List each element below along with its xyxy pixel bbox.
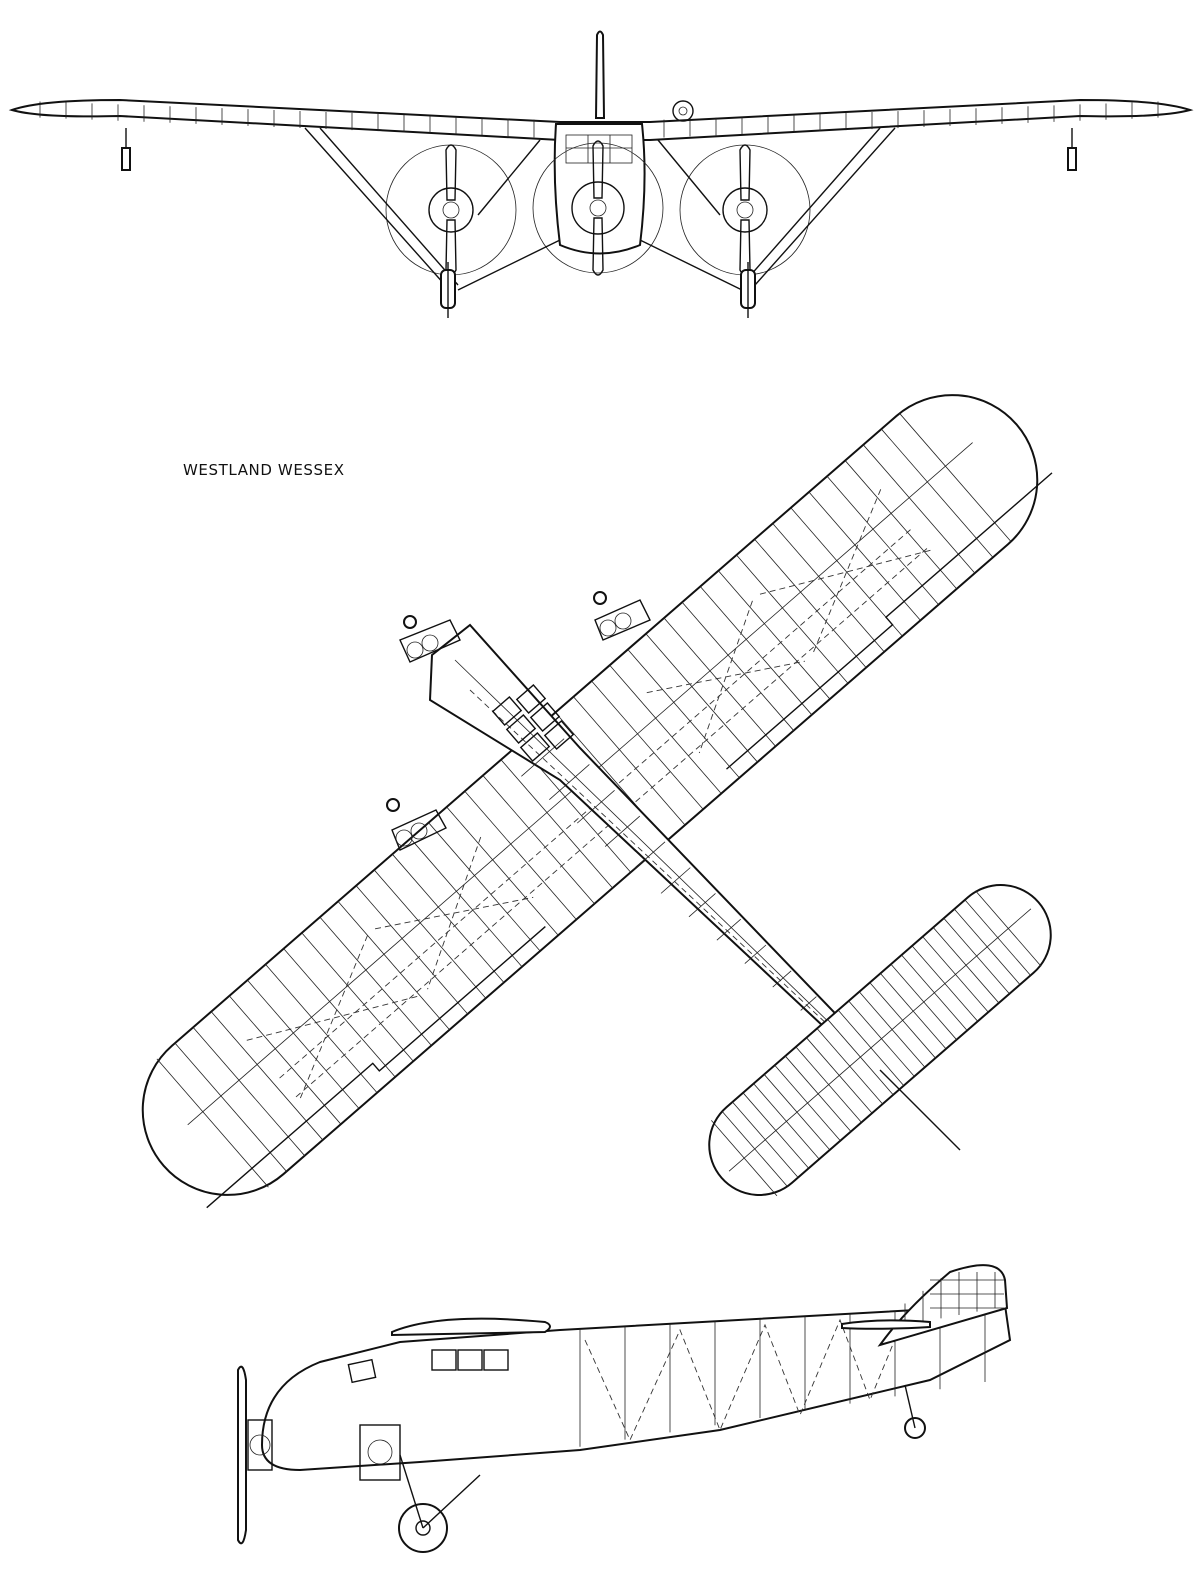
front-fuselage — [553, 123, 646, 255]
drawing-title: WESTLAND WESSEX — [183, 461, 345, 479]
plan-cockpit-windows — [491, 684, 575, 762]
front-fin — [594, 30, 606, 119]
side-bracing — [584, 1314, 906, 1442]
plan-tail-cone — [879, 1069, 961, 1151]
side-engine-wing — [359, 1424, 401, 1481]
plan-wing-rib — [573, 696, 686, 826]
plan-wing-rib — [355, 885, 468, 1015]
front-engine-center — [532, 140, 664, 276]
plan-fuselage-frame — [521, 738, 565, 777]
plan-wing-rib — [210, 1011, 324, 1141]
side-propeller — [237, 1365, 247, 1545]
plan-fuselage-frame — [549, 764, 590, 801]
plan-view — [141, 394, 1053, 1209]
plan-wing-rib — [862, 444, 976, 574]
plan-wing-rib — [229, 995, 342, 1125]
plan-fuselage-frame — [632, 841, 666, 871]
plan-wing-rib — [410, 838, 523, 968]
plan-wing-rib — [899, 413, 1012, 542]
plan-engine-right — [593, 591, 651, 641]
plan-fuselage-frame — [744, 944, 767, 964]
plan-tailplane — [708, 884, 1052, 1197]
left-tip-light — [121, 147, 131, 171]
plan-wing-rib — [681, 601, 794, 731]
side-tailplane — [841, 1319, 931, 1330]
plan-fuselage — [428, 623, 882, 1072]
side-tail-wheel — [904, 1384, 926, 1439]
plan-wing-rib — [808, 491, 921, 621]
front-wing — [8, 98, 1194, 141]
front-roundel — [672, 100, 694, 122]
plan-fuselage-frame — [660, 867, 691, 894]
side-engine-nose — [247, 1419, 273, 1471]
front-struts — [304, 127, 896, 291]
plan-wing-rib — [319, 916, 432, 1046]
plan-wing-rib — [482, 775, 595, 905]
plan-wing-rib — [663, 617, 776, 747]
plan-wing-rib — [192, 1027, 305, 1156]
plan-wing-rib — [826, 476, 939, 605]
plan-wing-rib — [591, 680, 704, 810]
side-wing — [391, 1317, 551, 1337]
side-view — [237, 1264, 1012, 1553]
plan-wing-rib — [373, 869, 487, 999]
plan-wing-rib — [500, 759, 613, 889]
plan-wing-rib — [754, 539, 867, 668]
plan-wing-rib — [337, 901, 450, 1030]
side-cabin-windows — [347, 1349, 509, 1384]
plan-engine-nose — [399, 615, 461, 663]
plan-wing-rib — [718, 570, 831, 700]
plan-wing-rib — [844, 460, 958, 590]
plan-wing-rib — [392, 853, 505, 983]
plan-wing-rib — [699, 586, 813, 716]
plan-engine-left — [386, 798, 447, 851]
plan-wing-rib — [283, 948, 396, 1078]
plan-wing-rib — [609, 664, 722, 794]
plan-wing-rib — [772, 523, 885, 653]
plan-wing-rib — [156, 1058, 269, 1188]
plan-wing-rib — [736, 554, 849, 684]
plan-wing-rib — [645, 633, 758, 763]
plan-wing-rib — [446, 806, 559, 936]
front-landing-gear — [440, 262, 756, 318]
front-view — [8, 30, 1194, 318]
plan-wing-rib — [301, 932, 414, 1062]
side-main-gear — [398, 1454, 481, 1553]
plan-fuselage-frame — [576, 789, 615, 824]
plan-wing-rib — [174, 1042, 287, 1172]
plan-wing-rib — [881, 428, 994, 558]
plan-wing-rib — [790, 507, 903, 637]
right-tip-light — [1067, 147, 1077, 171]
front-engine-left — [385, 144, 517, 276]
plan-fuselage-frame — [604, 815, 641, 847]
plan-wing-rib — [247, 979, 360, 1109]
plan-wing-rib — [627, 649, 740, 779]
plan-wing-rib — [428, 822, 541, 952]
front-engine-right — [679, 144, 811, 276]
plan-wing-rib — [464, 790, 577, 920]
plan-fuselage-frame — [688, 893, 716, 918]
plan-fuselage-frame — [772, 970, 792, 988]
plan-fuselage-frame — [800, 996, 817, 1011]
plan-wing-rib — [265, 964, 378, 1093]
plan-fuselage-frame — [716, 918, 741, 941]
